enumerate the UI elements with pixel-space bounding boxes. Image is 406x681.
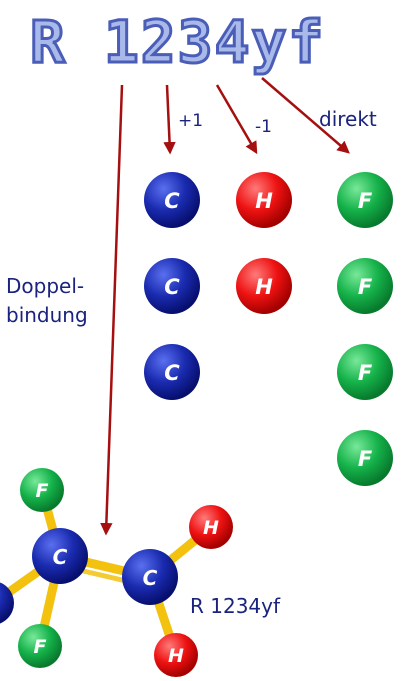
fluorine-atom: F xyxy=(337,430,393,486)
hydrogen-symbol: H xyxy=(255,189,273,213)
molecule-carbon-right: C xyxy=(122,549,178,605)
fluorine-symbol: F xyxy=(358,275,373,299)
carbon-symbol: C xyxy=(164,189,180,213)
hydrogen-symbol: H xyxy=(203,517,219,539)
title-text: R 1234yf xyxy=(30,8,325,76)
carbon-symbol: C xyxy=(164,361,180,385)
fluorine-symbol: F xyxy=(358,189,373,213)
hydrogen-atom: H xyxy=(236,258,292,314)
carbon-atom: C xyxy=(144,258,200,314)
fluorine-symbol: F xyxy=(358,447,373,471)
carbon-symbol: C xyxy=(143,566,158,590)
rule-direct: direkt xyxy=(319,107,377,131)
carbon-symbol: C xyxy=(164,275,180,299)
molecule-hydrogen-top: H xyxy=(189,505,233,549)
fluorine-atom: F xyxy=(337,172,393,228)
hydrogen-symbol: H xyxy=(168,645,184,667)
molecule-label: R 1234yf xyxy=(190,594,281,618)
arrow-fluorine xyxy=(261,77,350,154)
molecule-carbon-partial xyxy=(0,582,14,624)
double-bond-label-line2: bindung xyxy=(6,303,88,327)
fluorine-symbol: F xyxy=(358,361,373,385)
molecule-hydrogen-bottom: H xyxy=(154,633,198,677)
fluorine-atom: F xyxy=(337,344,393,400)
carbon-symbol: C xyxy=(53,545,68,569)
arrow-carbon xyxy=(163,84,176,155)
carbon-atom: C xyxy=(144,344,200,400)
hydrogen-symbol: H xyxy=(255,275,273,299)
rule-minus-one: -1 xyxy=(255,117,272,137)
molecule-fluorine-bottom: F xyxy=(18,624,62,668)
fluorine-atom: F xyxy=(337,258,393,314)
double-bond-label-line1: Doppel- xyxy=(6,274,84,298)
carbon-atom: C xyxy=(144,172,200,228)
arrow-doppelbindung xyxy=(100,84,124,536)
fluorine-symbol: F xyxy=(34,636,47,658)
rule-plus-one: +1 xyxy=(178,111,203,131)
fluorine-symbol: F xyxy=(36,480,49,502)
molecule-carbon-left: C xyxy=(32,528,88,584)
hydrogen-atom: H xyxy=(236,172,292,228)
arrow-hydrogen xyxy=(215,84,258,155)
molecule-fluorine-top: F xyxy=(20,468,64,512)
